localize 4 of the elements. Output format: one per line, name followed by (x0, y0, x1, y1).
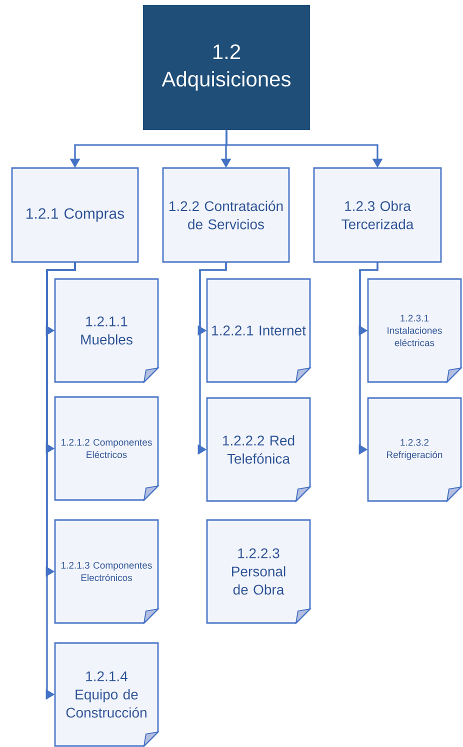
category-box: 1.2.1 Compras (11, 167, 139, 263)
category-box: 1.2.3 Obra Tercerizada (313, 167, 442, 263)
category-box: 1.2.2 Contratación de Servicios (162, 167, 290, 263)
title-box: 1.2 Adquisiciones (143, 5, 310, 130)
